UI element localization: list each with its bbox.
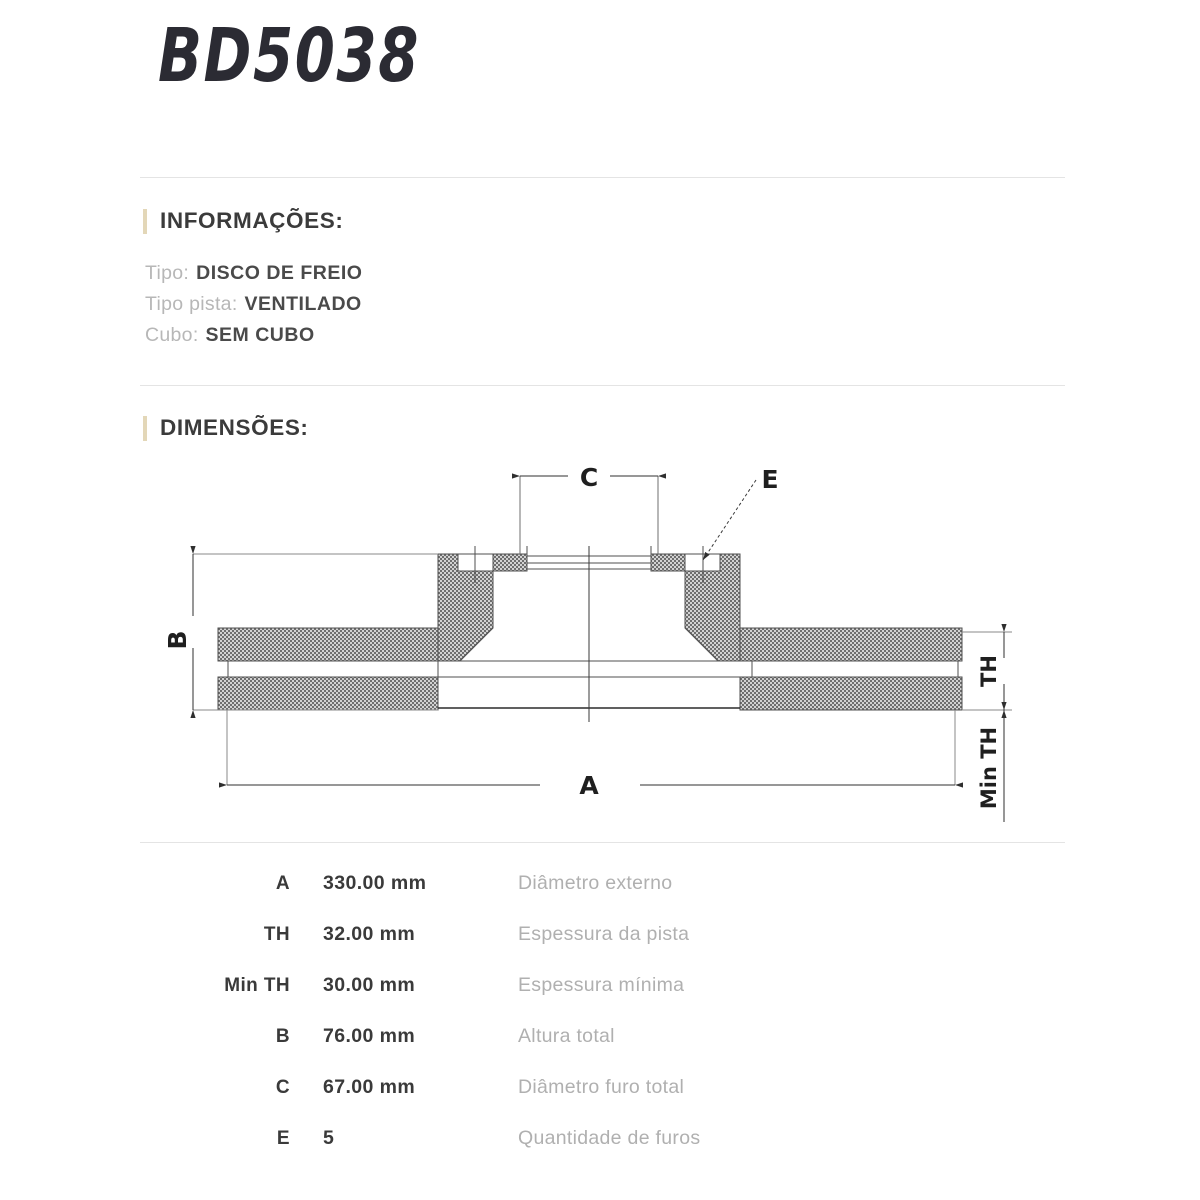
dimension-label-a: A xyxy=(579,771,599,800)
divider-middle xyxy=(140,385,1065,386)
dim-value: 5 xyxy=(323,1127,335,1149)
info-label-cubo: Cubo: xyxy=(145,324,199,346)
info-value-tipo-pista: VENTILADO xyxy=(244,293,362,315)
dim-desc: Espessura mínima xyxy=(518,974,685,996)
info-row-tipo-pista: Tipo pista: VENTILADO xyxy=(145,289,362,320)
dimensoes-heading: DIMENSÕES: xyxy=(143,415,309,441)
dim-desc: Diâmetro externo xyxy=(518,872,673,894)
dimensions-table: A 330.00 mm Diâmetro externo TH 32.00 mm… xyxy=(170,872,970,1178)
dim-key: B xyxy=(275,1026,290,1047)
info-label-tipo-pista: Tipo pista: xyxy=(145,293,238,315)
table-row: C 67.00 mm Diâmetro furo total xyxy=(170,1076,970,1127)
dim-value: 330.00 mm xyxy=(323,872,427,894)
informacoes-heading: INFORMAÇÕES: xyxy=(143,208,343,234)
dim-key: TH xyxy=(263,924,290,945)
dimension-label-e: E xyxy=(761,465,778,494)
dim-desc: Diâmetro furo total xyxy=(518,1076,685,1098)
dimension-label-th: TH xyxy=(977,655,1001,687)
dimension-label-b: B xyxy=(163,630,192,649)
table-row: A 330.00 mm Diâmetro externo xyxy=(170,872,970,923)
table-row: TH 32.00 mm Espessura da pista xyxy=(170,923,970,974)
dim-key: Min TH xyxy=(224,975,290,996)
table-row: B 76.00 mm Altura total xyxy=(170,1025,970,1076)
dim-value: 76.00 mm xyxy=(323,1025,416,1047)
dim-value: 30.00 mm xyxy=(323,974,416,996)
brake-disc-cross-section-drawing: B C E A TH Min TH xyxy=(140,450,1070,835)
dimensoes-heading-label: DIMENSÕES: xyxy=(160,415,309,440)
table-row: E 5 Quantidade de furos xyxy=(170,1127,970,1178)
page-title: BD5038 xyxy=(158,13,420,99)
dim-key: E xyxy=(276,1128,290,1149)
accent-bar-icon xyxy=(143,208,147,234)
dim-desc: Espessura da pista xyxy=(518,923,690,945)
info-value-tipo: DISCO DE FREIO xyxy=(196,262,363,284)
table-row: Min TH 30.00 mm Espessura mínima xyxy=(170,974,970,1025)
dim-value: 32.00 mm xyxy=(323,923,416,945)
dimension-label-c: C xyxy=(580,463,598,492)
info-label-tipo: Tipo: xyxy=(145,262,190,284)
informacoes-heading-label: INFORMAÇÕES: xyxy=(160,208,344,233)
info-list: Tipo: DISCO DE FREIO Tipo pista: VENTILADO… xyxy=(145,258,362,351)
dim-value: 67.00 mm xyxy=(323,1076,416,1098)
dim-key: A xyxy=(275,873,290,894)
accent-bar-icon xyxy=(143,415,147,441)
divider-bottom xyxy=(140,842,1065,843)
dim-desc: Altura total xyxy=(518,1025,615,1047)
dim-desc: Quantidade de furos xyxy=(518,1127,701,1149)
dim-key: C xyxy=(275,1077,290,1098)
info-value-cubo: SEM CUBO xyxy=(205,324,315,346)
info-row-tipo: Tipo: DISCO DE FREIO xyxy=(145,258,362,289)
dimension-label-min-th: Min TH xyxy=(977,727,1001,809)
divider-top xyxy=(140,177,1065,178)
info-row-cubo: Cubo: SEM CUBO xyxy=(145,320,362,351)
